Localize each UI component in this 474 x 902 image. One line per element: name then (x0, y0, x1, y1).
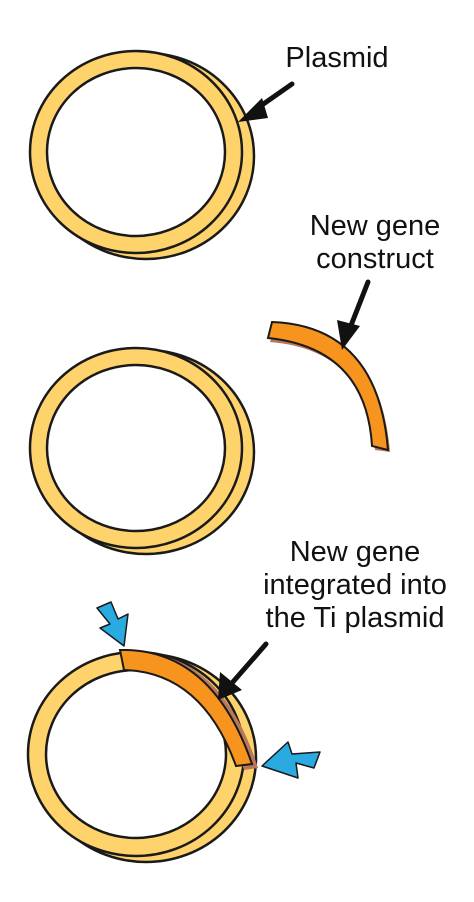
integrated-label-line1: New gene (289, 536, 421, 568)
black-arrow-icon (218, 641, 269, 700)
blue-arrow-icon (96, 601, 129, 647)
new-gene-construct-label-line1: New gene (309, 210, 441, 242)
integrated-label-line3: the Ti plasmid (265, 602, 445, 634)
blue-arrow-icon (261, 741, 321, 779)
integrated-label-line2: integrated into (263, 569, 447, 601)
plasmid-ring-1 (28, 49, 256, 261)
plasmid-label: Plasmid (285, 42, 389, 74)
black-arrow-icon (337, 279, 371, 350)
new-gene-construct-label-line2: construct (316, 243, 434, 275)
gene-construct-fragment (266, 320, 390, 452)
integrated-gene-segment (118, 648, 258, 770)
plasmid-ring-2 (28, 346, 256, 556)
black-arrow-icon (238, 81, 295, 122)
